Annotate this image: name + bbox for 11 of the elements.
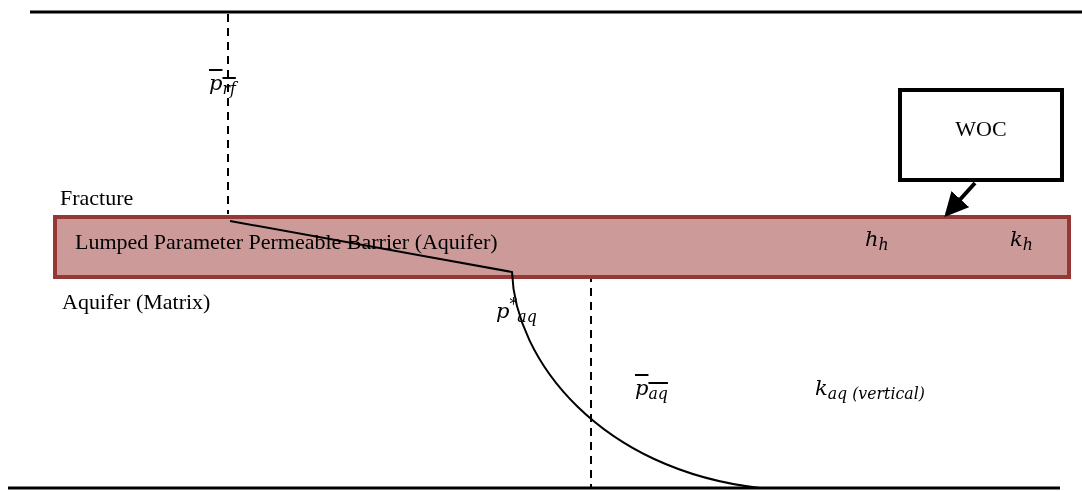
region-label: Aquifer (Matrix) — [62, 288, 211, 316]
callout-box — [898, 88, 1064, 182]
symbol-label: p$_{rf}$ — [209, 70, 236, 97]
symbol-label: k$_{h}$ — [1010, 229, 1033, 250]
symbol-label: h$_{h}$ — [865, 229, 889, 250]
symbol-label: k$_{aq (vertical)}$ — [815, 375, 925, 402]
barrier-band — [53, 215, 1071, 279]
region-label: Fracture — [60, 184, 134, 212]
symbol-label: p$_{aq}$ — [635, 375, 668, 402]
arrow — [944, 181, 977, 217]
callout-label: WOC — [955, 115, 1007, 143]
